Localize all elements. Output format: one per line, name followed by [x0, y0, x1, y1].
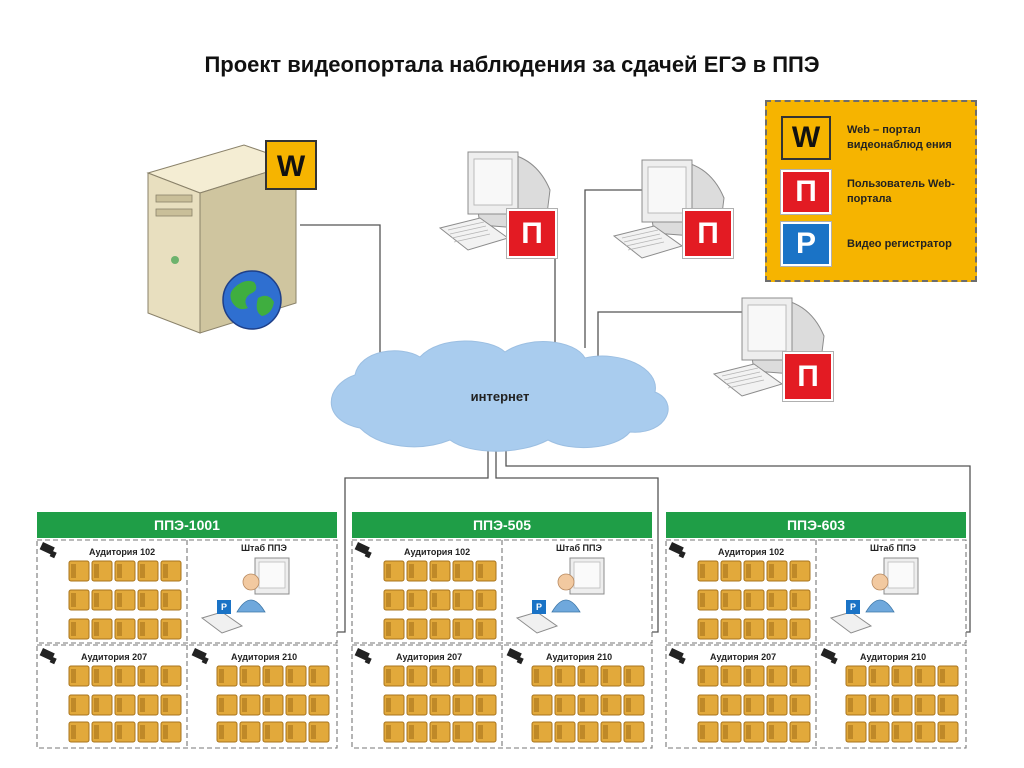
- camera-icon: [820, 648, 838, 665]
- camera-icon: [354, 648, 372, 665]
- globe-icon: [222, 270, 282, 330]
- site-3: [665, 539, 967, 749]
- internet-cloud: [330, 340, 669, 452]
- camera-icon: [668, 648, 686, 665]
- legend-panel: W Web – портал видеонаблюд ения П Пользо…: [765, 100, 977, 282]
- server-badge: W: [277, 150, 306, 183]
- legend-badge-user: П: [780, 169, 832, 215]
- server-badge-bg: [265, 140, 317, 190]
- user-badge-2: П: [682, 208, 734, 259]
- legend-row-web-portal: W Web – портал видеонаблюд ения: [781, 116, 967, 160]
- room-label-right: Аудитория 210: [546, 652, 613, 662]
- room-label-top: Аудитория 102: [89, 547, 156, 557]
- legend-badge-recorder: P: [780, 221, 832, 267]
- staff-person: [557, 573, 575, 591]
- staff-label: Штаб ППЭ: [870, 543, 916, 553]
- legend-row-user: П Пользователь Web-портала: [780, 169, 967, 215]
- legend-text-user: Пользователь Web-портала: [847, 178, 955, 205]
- legend-text-web: Web – портал видеонаблюд ения: [847, 124, 952, 151]
- legend-row-recorder: P Видео регистратор: [780, 221, 967, 267]
- room-label-top: Аудитория 102: [718, 547, 785, 557]
- recorder-badge-1: P: [217, 600, 231, 614]
- video-recorder: [515, 611, 559, 634]
- link-user-3: [597, 311, 745, 356]
- camera-icon: [668, 542, 686, 559]
- site-2: [351, 539, 653, 749]
- site-header-1: ППЭ-1001: [37, 512, 337, 538]
- video-recorder: [200, 611, 244, 634]
- video-recorder: [829, 611, 873, 634]
- user-badge-3: П: [782, 351, 834, 402]
- link-server: [300, 224, 381, 360]
- camera-icon: [39, 542, 57, 559]
- recorder-badge-2: P: [532, 600, 546, 614]
- room-label-right: Аудитория 210: [231, 652, 298, 662]
- room-label-right: Аудитория 210: [860, 652, 927, 662]
- room-label-left: Аудитория 207: [81, 652, 148, 662]
- camera-icon: [506, 648, 524, 665]
- room-label-left: Аудитория 207: [396, 652, 463, 662]
- user-badge-1: П: [506, 208, 558, 259]
- site-1: [36, 539, 338, 749]
- camera-icon: [39, 648, 57, 665]
- staff-label: Штаб ППЭ: [241, 543, 287, 553]
- cloud-label: интернет: [470, 389, 530, 404]
- page-title: Проект видеопортала наблюдения за сдачей…: [204, 52, 820, 77]
- staff-person: [871, 573, 889, 591]
- room-label-top: Аудитория 102: [404, 547, 471, 557]
- camera-icon: [354, 542, 372, 559]
- legend-text-recorder: Видео регистратор: [847, 237, 952, 250]
- staff-label: Штаб ППЭ: [556, 543, 602, 553]
- camera-icon: [191, 648, 209, 665]
- recorder-badge-3: P: [846, 600, 860, 614]
- link-user-2: [584, 189, 655, 348]
- staff-person: [242, 573, 260, 591]
- exam-sites: [36, 539, 967, 749]
- room-label-left: Аудитория 207: [710, 652, 777, 662]
- site-header-3: ППЭ-603: [666, 512, 966, 538]
- site-header-2: ППЭ-505: [352, 512, 652, 538]
- legend-badge-web: W: [781, 116, 831, 160]
- user-computers: [438, 151, 825, 397]
